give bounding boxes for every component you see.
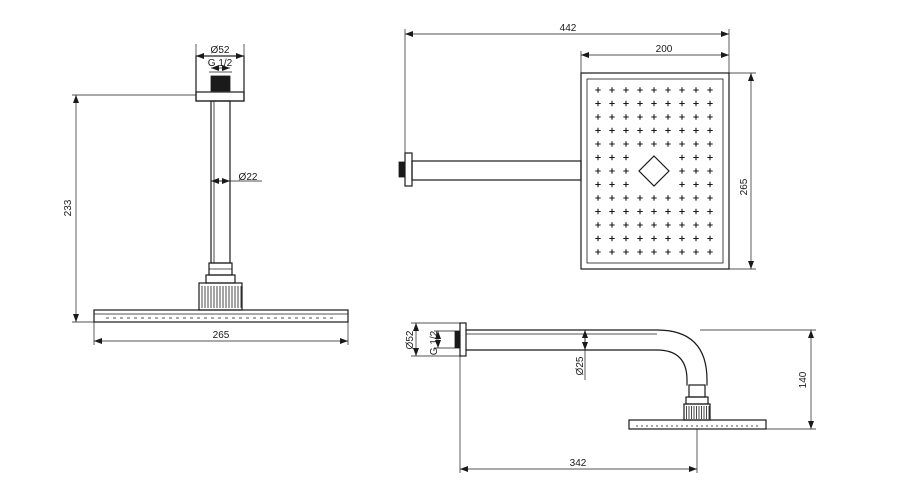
side-arm — [465, 329, 708, 386]
front-view: Ø52 G 1/2 Ø22 233 265 — [63, 44, 349, 345]
side-thread-label: G 1/2 — [429, 330, 440, 355]
front-shower-head — [93, 309, 349, 323]
side-drop-label: 140 — [798, 371, 809, 388]
top-thread-block — [398, 161, 406, 178]
side-nut — [688, 384, 706, 398]
front-thread-block — [210, 75, 231, 92]
side-projection-label: 342 — [570, 458, 587, 469]
side-flange-diameter-label: Ø52 — [405, 330, 416, 349]
top-overall-length-label: 442 — [560, 23, 577, 34]
front-flange-plate — [195, 91, 245, 102]
top-head-length-label: 200 — [656, 44, 673, 55]
top-arm — [411, 160, 582, 181]
side-shower-head — [628, 419, 767, 430]
front-head-width-label: 265 — [213, 330, 230, 341]
front-height-label: 233 — [63, 199, 74, 216]
side-wall-flange — [459, 322, 467, 357]
top-head-width-label: 265 — [739, 178, 750, 195]
top-shower-head — [580, 72, 730, 270]
front-flange-diameter-label: Ø52 — [211, 45, 230, 56]
front-arm-diameter-label: Ø22 — [239, 172, 258, 183]
side-view: Ø52 G 1/2 Ø25 140 342 — [405, 322, 816, 473]
front-thread-label: G 1/2 — [208, 58, 233, 69]
side-thread-block — [454, 330, 461, 349]
top-nozzle-grid — [595, 87, 713, 255]
top-wall-flange — [404, 152, 413, 187]
front-knurled-collar — [198, 282, 243, 311]
top-center-diamond — [638, 155, 670, 187]
side-arm-diameter-label: Ø25 — [575, 356, 586, 375]
top-view: 442 200 265 — [398, 23, 756, 270]
